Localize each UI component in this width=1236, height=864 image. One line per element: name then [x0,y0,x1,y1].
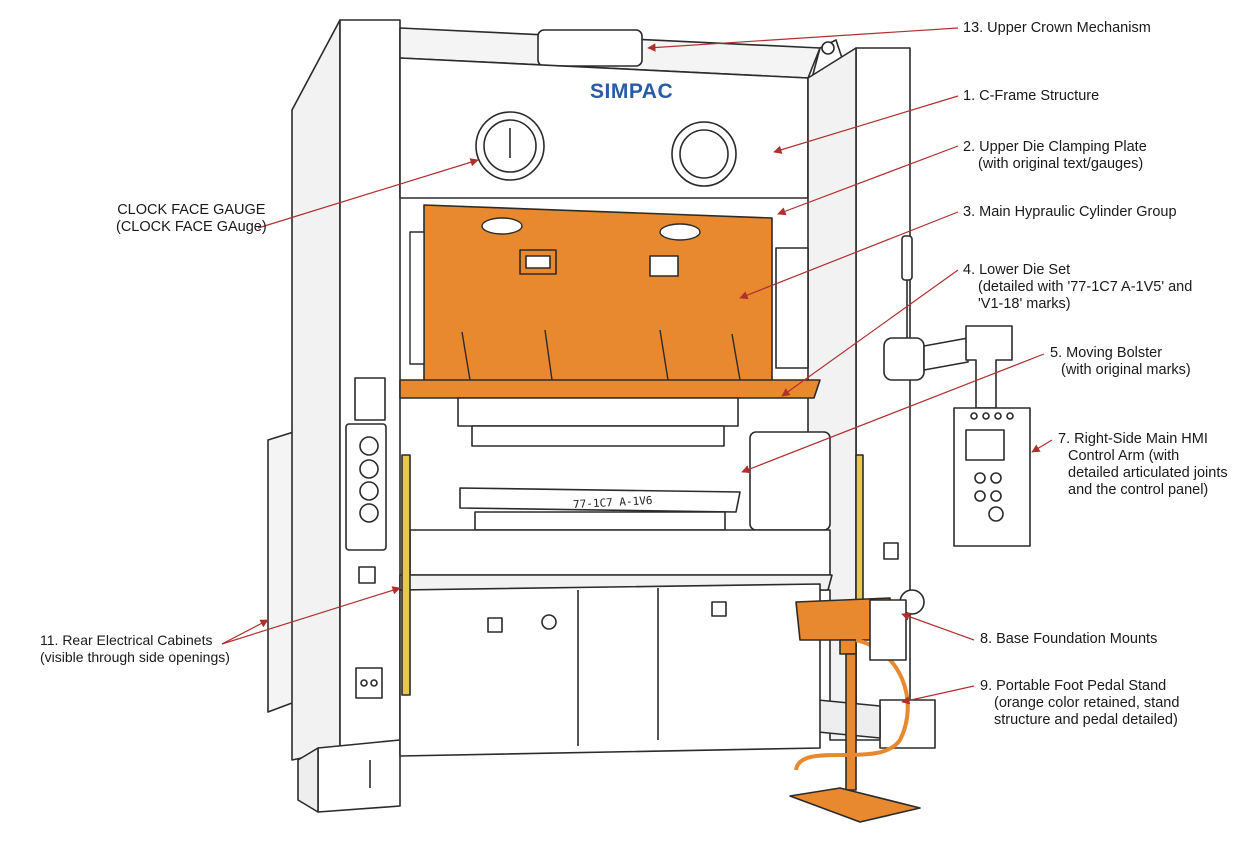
label-rear-cabinets-line1: 11. Rear Electrical Cabinets [40,632,213,648]
label-clock-gauge-line2: (CLOCK FACE GAuge) [116,219,267,235]
leader-upper-die [777,145,959,216]
label-foot-pedal-line3: structure and pedal detailed) [994,712,1178,728]
label-c-frame-text: 1. C-Frame Structure [963,88,1100,104]
crown-frame [399,27,843,199]
label-base-foundation: 8. Base Foundation Mounts [980,631,1157,648]
label-clock-gauge: CLOCK FACE GAUGE (CLOCK FACE GAuge) [116,202,267,236]
label-c-frame: 1. C-Frame Structure [963,88,1099,105]
label-hmi-line3: detailed articulated joints [1068,465,1228,481]
brand-logo: SIMPAC [590,80,674,103]
label-upper-crown-text: 13. Upper Crown Mechanism [963,20,1151,36]
leader-crown [647,27,959,52]
leader-hydraulic [739,211,959,300]
moving-bolster [399,529,833,591]
label-hydraulic: 3. Main Hypraulic Cylinder Group [963,204,1177,221]
label-lower-die-line1: 4. Lower Die Set [963,262,1071,278]
label-hmi-line4: and the control panel) [1068,482,1209,498]
leader-cabinets-1 [221,619,269,645]
leader-lower-die [781,269,959,397]
label-hmi-line2: Control Arm (with [1068,448,1180,464]
label-foot-pedal: 9. Portable Foot Pedal Stand (orange col… [980,678,1179,729]
leader-c-frame [773,95,959,154]
leader-pedal [901,685,975,705]
hmi-panel [953,407,1031,547]
label-bolster-line1: 5. Moving Bolster [1050,345,1163,361]
base-cabinet [399,583,821,757]
label-lower-die-line3: 'V1-18' marks) [978,296,1071,312]
slide-orange [399,204,821,399]
label-upper-die-line2: (with original text/gauges) [978,156,1144,172]
label-clock-gauge-line1: CLOCK FACE GAUGE [117,202,266,218]
label-upper-crown: 13. Upper Crown Mechanism [963,20,1151,37]
label-lower-die-line2: (detailed with '77-1C7 A-1V5' and [978,279,1193,295]
label-upper-die: 2. Upper Die Clamping Plate (with origin… [963,139,1147,173]
leader-hmi [1031,439,1053,453]
clock-face-gauge-right [671,121,737,187]
label-rear-cabinets-line2: (visible through side openings) [40,649,230,665]
left-column [291,19,401,813]
label-foot-pedal-line2: (orange color retained, stand [994,695,1180,711]
label-base-foundation-text: 8. Base Foundation Mounts [980,631,1158,647]
lower-die-set [457,397,831,531]
label-hmi-line1: 7. Right-Side Main HMI [1058,431,1208,447]
leader-bolster [741,353,1045,474]
label-rear-cabinets: 11. Rear Electrical Cabinets (visible th… [40,632,230,666]
foot-pedal-stand [789,597,921,823]
label-foot-pedal-line1: 9. Portable Foot Pedal Stand [980,678,1167,694]
base-foundation-mount [869,589,925,661]
leader-cabinets-2 [221,586,401,645]
clock-face-gauge-left [475,111,545,181]
label-hmi: 7. Right-Side Main HMI Control Arm (with… [1058,431,1228,499]
label-hydraulic-text: 3. Main Hypraulic Cylinder Group [963,204,1177,220]
label-upper-die-line1: 2. Upper Die Clamping Plate [963,139,1147,155]
leader-base [901,612,975,641]
label-bolster-line2: (with original marks) [1061,362,1191,378]
leader-clock [257,158,479,229]
label-lower-die: 4. Lower Die Set (detailed with '77-1C7 … [963,262,1192,313]
hmi-control-arm [883,235,1013,409]
label-bolster: 5. Moving Bolster (with original marks) [1050,345,1191,379]
